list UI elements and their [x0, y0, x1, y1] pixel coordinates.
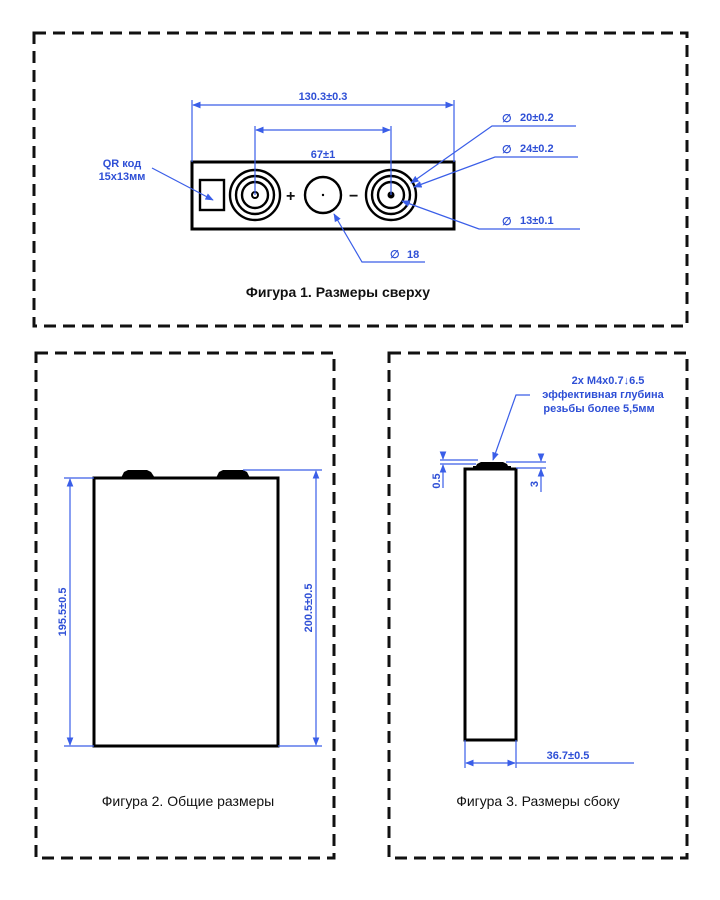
qr-label-line2: 15x13мм — [99, 171, 146, 183]
terminal-base — [473, 466, 511, 469]
dia-inner-ring-label: 20±0.2 — [520, 112, 554, 124]
diameter-symbol: ∅ — [502, 113, 512, 125]
figure-2-frame — [34, 351, 336, 860]
terminal-offset-label: 0.5 — [431, 473, 443, 488]
dia-outer-ring-label: 24±0.2 — [520, 143, 554, 155]
figure-1-top-view: + − 130.3±0.3 67±1 — [32, 31, 689, 328]
figure-1-frame — [32, 31, 689, 328]
leader-dia-outer-ring: ∅ 24±0.2 — [413, 143, 578, 188]
dia-vent-label: 18 — [407, 249, 419, 261]
cell-side-outline — [463, 467, 518, 742]
figure-3-frame — [387, 351, 689, 860]
terminal-left — [121, 470, 155, 478]
thread-label-line2: эффективная глубина — [542, 389, 664, 401]
diameter-symbol: ∅ — [502, 144, 512, 156]
figure-1-caption: Фигура 1. Размеры сверху — [246, 284, 430, 300]
cell-front-outline — [92, 476, 280, 748]
minus-sign: − — [349, 188, 358, 205]
dimension-total-height: 200.5±0.5 — [243, 469, 322, 747]
leader-dia-terminal: ∅ 13±0.1 — [401, 200, 580, 230]
qr-code-area — [198, 178, 226, 212]
dimension-terminal-spacing: 67±1 — [254, 126, 392, 195]
overall-width-label: 130.3±0.3 — [299, 91, 348, 103]
dimension-terminal-offset: 0.5 — [431, 451, 478, 489]
terminal-height-label: 3 — [529, 481, 541, 487]
body-height-label: 195.5±0.5 — [57, 588, 69, 637]
dia-terminal-label: 13±0.1 — [520, 215, 554, 227]
figure-2-caption: Фигура 2. Общие размеры — [102, 793, 274, 809]
leader-dia-vent: ∅ 18 — [333, 213, 425, 263]
diameter-symbol: ∅ — [390, 249, 400, 261]
thickness-label: 36.7±0.5 — [547, 750, 590, 762]
total-height-label: 200.5±0.5 — [303, 584, 315, 633]
dimension-body-height: 195.5±0.5 — [57, 477, 94, 747]
thread-label-line3: резьбы более 5,5мм — [543, 403, 654, 415]
qr-leader: QR код 15x13мм — [99, 158, 214, 201]
diameter-symbol: ∅ — [502, 216, 512, 228]
figure-3-caption: Фигура 3. Размеры сбоку — [456, 793, 620, 809]
safety-vent — [303, 175, 343, 215]
thread-leader: 2x M4x0.7↓6.5 эффективная глубина резьбы… — [492, 375, 665, 461]
qr-label-line1: QR код — [103, 158, 141, 170]
figure-2-front-view: 195.5±0.5 200.5±0.5 Фигура 2. Общие разм… — [34, 351, 336, 860]
thread-label-line1: 2x M4x0.7↓6.5 — [572, 375, 645, 387]
dimension-thickness: 36.7±0.5 — [464, 740, 634, 768]
terminal-right — [216, 470, 250, 478]
leader-dia-inner-ring: ∅ 20±0.2 — [410, 112, 576, 184]
dimension-terminal-height: 3 — [506, 453, 546, 492]
dimension-overall-width: 130.3±0.3 — [191, 91, 455, 162]
terminal-spacing-label: 67±1 — [311, 149, 335, 161]
figure-3-side-view: 2x M4x0.7↓6.5 эффективная глубина резьбы… — [387, 351, 689, 860]
plus-sign: + — [286, 188, 295, 205]
